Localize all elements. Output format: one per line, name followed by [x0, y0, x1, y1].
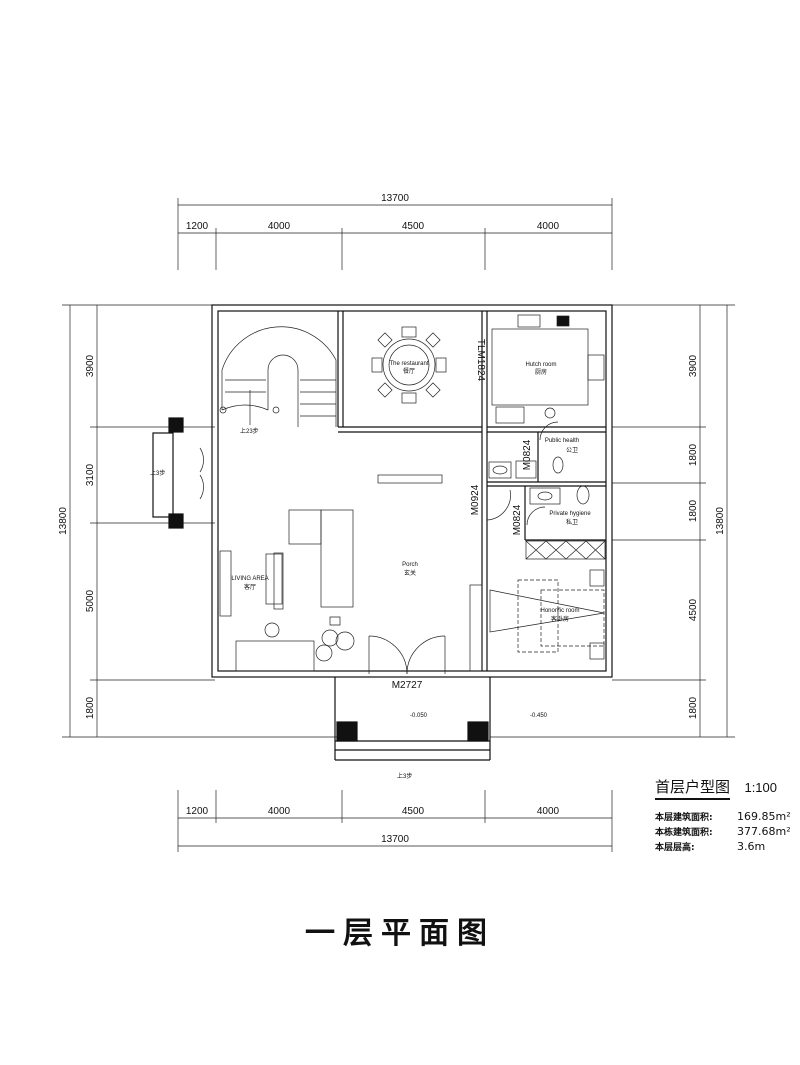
right-total-dim: 13800 [715, 507, 726, 535]
bedroom-label-en: Honorific room [540, 608, 579, 614]
floor-height-value: 3.6m [737, 840, 766, 853]
door-m2727-label: M2727 [392, 680, 423, 691]
kitchen-label-en: Hutch room [525, 362, 556, 368]
left-dim: 3900 [85, 354, 96, 377]
bedroom-bed [469, 569, 605, 672]
left-dimensions [62, 304, 340, 738]
public-bath-label-cn: 公卫 [566, 447, 578, 454]
window-tlm1824-label: TLM1824 [475, 339, 486, 382]
bottom-dim: 4000 [537, 806, 560, 817]
spiral-staircase [219, 326, 337, 427]
porch-label-cn: 玄关 [404, 569, 416, 577]
porch-label-en: Porch [402, 562, 418, 568]
side-entry [152, 417, 204, 529]
door-m0824-label: M0824 [522, 439, 533, 470]
porch-elevation: -0.050 [410, 713, 428, 719]
left-total-dim: 13800 [58, 507, 69, 535]
public-bath-label-en: Public health [545, 438, 579, 444]
right-dim: 4500 [688, 598, 699, 621]
front-porch [334, 677, 491, 761]
door-m0824-label: M0824 [512, 504, 523, 535]
front-steps-label: 上3步 [397, 772, 412, 780]
floor-height-label: 本层层高: [655, 843, 695, 853]
bottom-total-dim: 13700 [381, 834, 409, 845]
info-title: 首层户型图 [655, 776, 731, 800]
kitchen-label-cn: 厨房 [535, 368, 547, 376]
kitchen-counter [491, 314, 605, 424]
bottom-dim: 4000 [268, 806, 291, 817]
top-dim: 1200 [186, 221, 209, 232]
private-bath-label-cn: 私卫 [566, 518, 578, 526]
bedroom-label-cn: 客卧房 [551, 615, 569, 623]
right-dim: 1800 [688, 696, 699, 719]
right-dim: 1800 [688, 443, 699, 466]
living-furniture [219, 474, 443, 672]
bottom-dim: 1200 [186, 806, 209, 817]
wardrobe [525, 540, 606, 560]
living-label-en: LIVING AREA [231, 576, 268, 582]
exterior-walls [211, 304, 613, 678]
bathroom-fixtures [486, 421, 590, 526]
building-area-label: 本栋建筑面积: [655, 828, 713, 838]
right-dimensions [490, 304, 735, 738]
bottom-dimensions [177, 790, 613, 852]
restaurant-label-en: The restaurant [389, 361, 428, 367]
left-dim: 5000 [85, 589, 96, 612]
top-dim: 4500 [402, 221, 425, 232]
bottom-dim: 4500 [402, 806, 425, 817]
info-scale: 1:100 [744, 780, 778, 795]
private-bath-label-en: Private hygiene [549, 511, 591, 517]
left-dim: 1800 [85, 696, 96, 719]
top-dimensions [177, 198, 613, 270]
living-label-cn: 客厅 [244, 583, 256, 591]
floor-info: 首层户型图 1:100 本层建筑面积: 169.85m² 本栋建筑面积: 377.6… [655, 776, 791, 853]
stairs-up-label: 上23步 [240, 427, 259, 435]
restaurant-label-cn: 餐厅 [403, 367, 415, 375]
dining-table [371, 326, 447, 404]
top-total-dim: 13700 [381, 193, 409, 204]
right-dim: 3900 [688, 354, 699, 377]
floor-area-value: 169.85m² [737, 810, 791, 823]
floor-area-label: 本层建筑面积: [655, 813, 713, 823]
main-entry-door[interactable] [368, 635, 446, 675]
right-dim: 1800 [688, 499, 699, 522]
side-steps-label: 上3步 [150, 469, 165, 477]
outside-elevation: -0.450 [530, 713, 548, 719]
top-dim: 4000 [268, 221, 291, 232]
left-dim: 3100 [85, 463, 96, 486]
page-title: 一层平面图 [305, 916, 495, 951]
top-dim: 4000 [537, 221, 560, 232]
building-area-value: 377.68m² [737, 825, 791, 838]
door-m0924-label: M0924 [470, 484, 481, 515]
